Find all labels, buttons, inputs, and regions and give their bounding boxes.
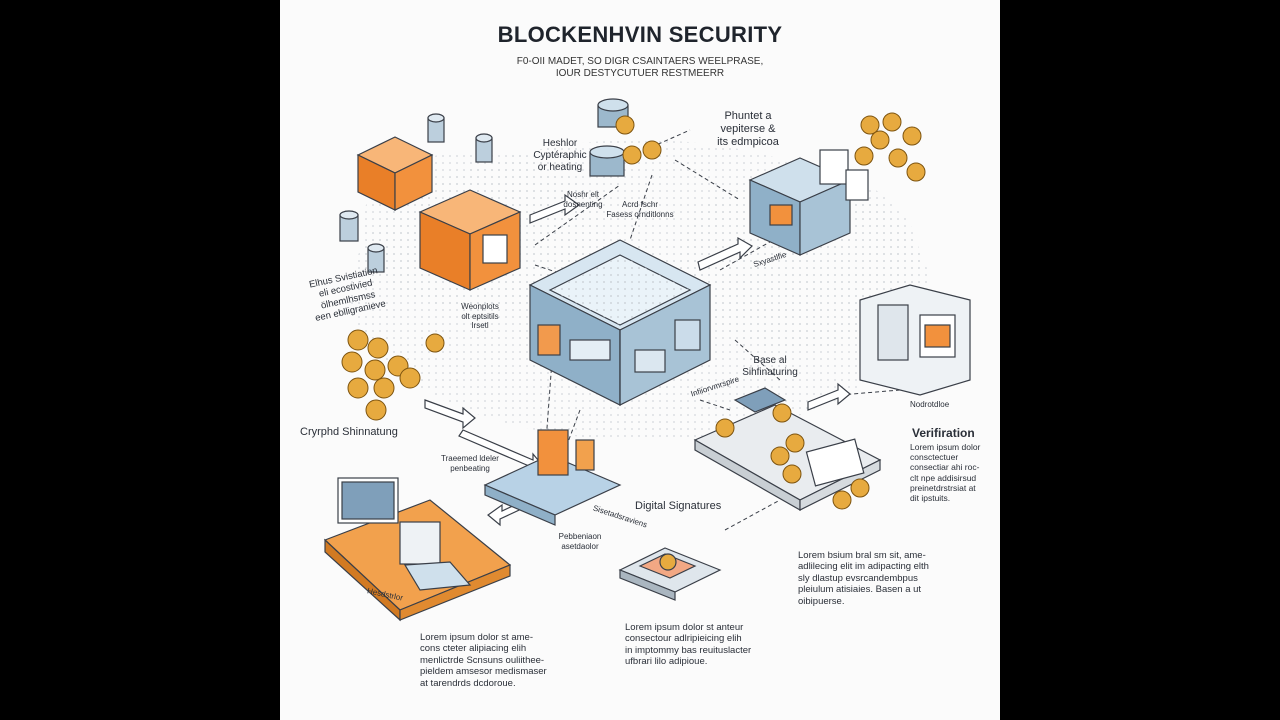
terminal-station bbox=[859, 284, 971, 396]
page-subtitle: F0-OII MADET, SO DIGR CSAINTAERS WEELPRA… bbox=[516, 56, 764, 79]
laptop-platform bbox=[323, 477, 512, 622]
label-monitor-caption: Nodrotdloe bbox=[910, 400, 950, 409]
caption-left: Lorem ipsum dolor st ame- cons cteter al… bbox=[420, 632, 547, 689]
label-crypto-signaturing: Cryrphd Shinnatung bbox=[300, 426, 398, 438]
label-hash-detail: Noshr elt dosnenting bbox=[563, 190, 603, 209]
coin-piles bbox=[341, 112, 926, 510]
illustration bbox=[323, 98, 971, 622]
label-pointer: Phuntet a vepiterse & its edmpicoa bbox=[717, 110, 779, 149]
caption-right: Lorem bsium bral sm sit, ame- adlilecing… bbox=[798, 550, 929, 607]
diagram-canvas: BLOCKENHVIN SECURITY F0-OII MADET, SO DI… bbox=[280, 0, 1000, 720]
top-right-machine bbox=[748, 149, 869, 256]
verification-title: Verifiration bbox=[912, 426, 975, 440]
flow-arrows bbox=[424, 193, 851, 527]
signature-device bbox=[618, 547, 722, 601]
storage-cylinders bbox=[339, 113, 493, 273]
label-workpoints: Weonplots olt eptsitils Irsetl bbox=[461, 302, 499, 331]
label-base-signaturing: Base al Sihfinaturing bbox=[742, 355, 798, 378]
label-digital-signatures: Digital Signatures bbox=[635, 500, 722, 512]
page-title: BLOCKENHVIN SECURITY bbox=[497, 22, 783, 47]
caption-center: Lorem ipsum dolor st anteur consectour a… bbox=[625, 622, 752, 668]
orange-servers bbox=[356, 136, 522, 291]
label-access-conditions: Acrd fschr Fasess ornditlonns bbox=[606, 200, 674, 219]
label-timestamped: Traeemed ldeler penbeating bbox=[441, 454, 499, 473]
verification-platform bbox=[693, 387, 882, 512]
verification-text: Lorem ipsum dolor consctectuer consectia… bbox=[910, 442, 981, 503]
central-vault bbox=[528, 239, 712, 406]
label-hashing: Heshlor Cyptéraphic or heating bbox=[533, 138, 587, 173]
blue-modules-top bbox=[589, 98, 629, 177]
label-pennedisor: Pebbeniaon asetdaolor bbox=[558, 532, 602, 551]
tablet-platform bbox=[483, 429, 622, 526]
